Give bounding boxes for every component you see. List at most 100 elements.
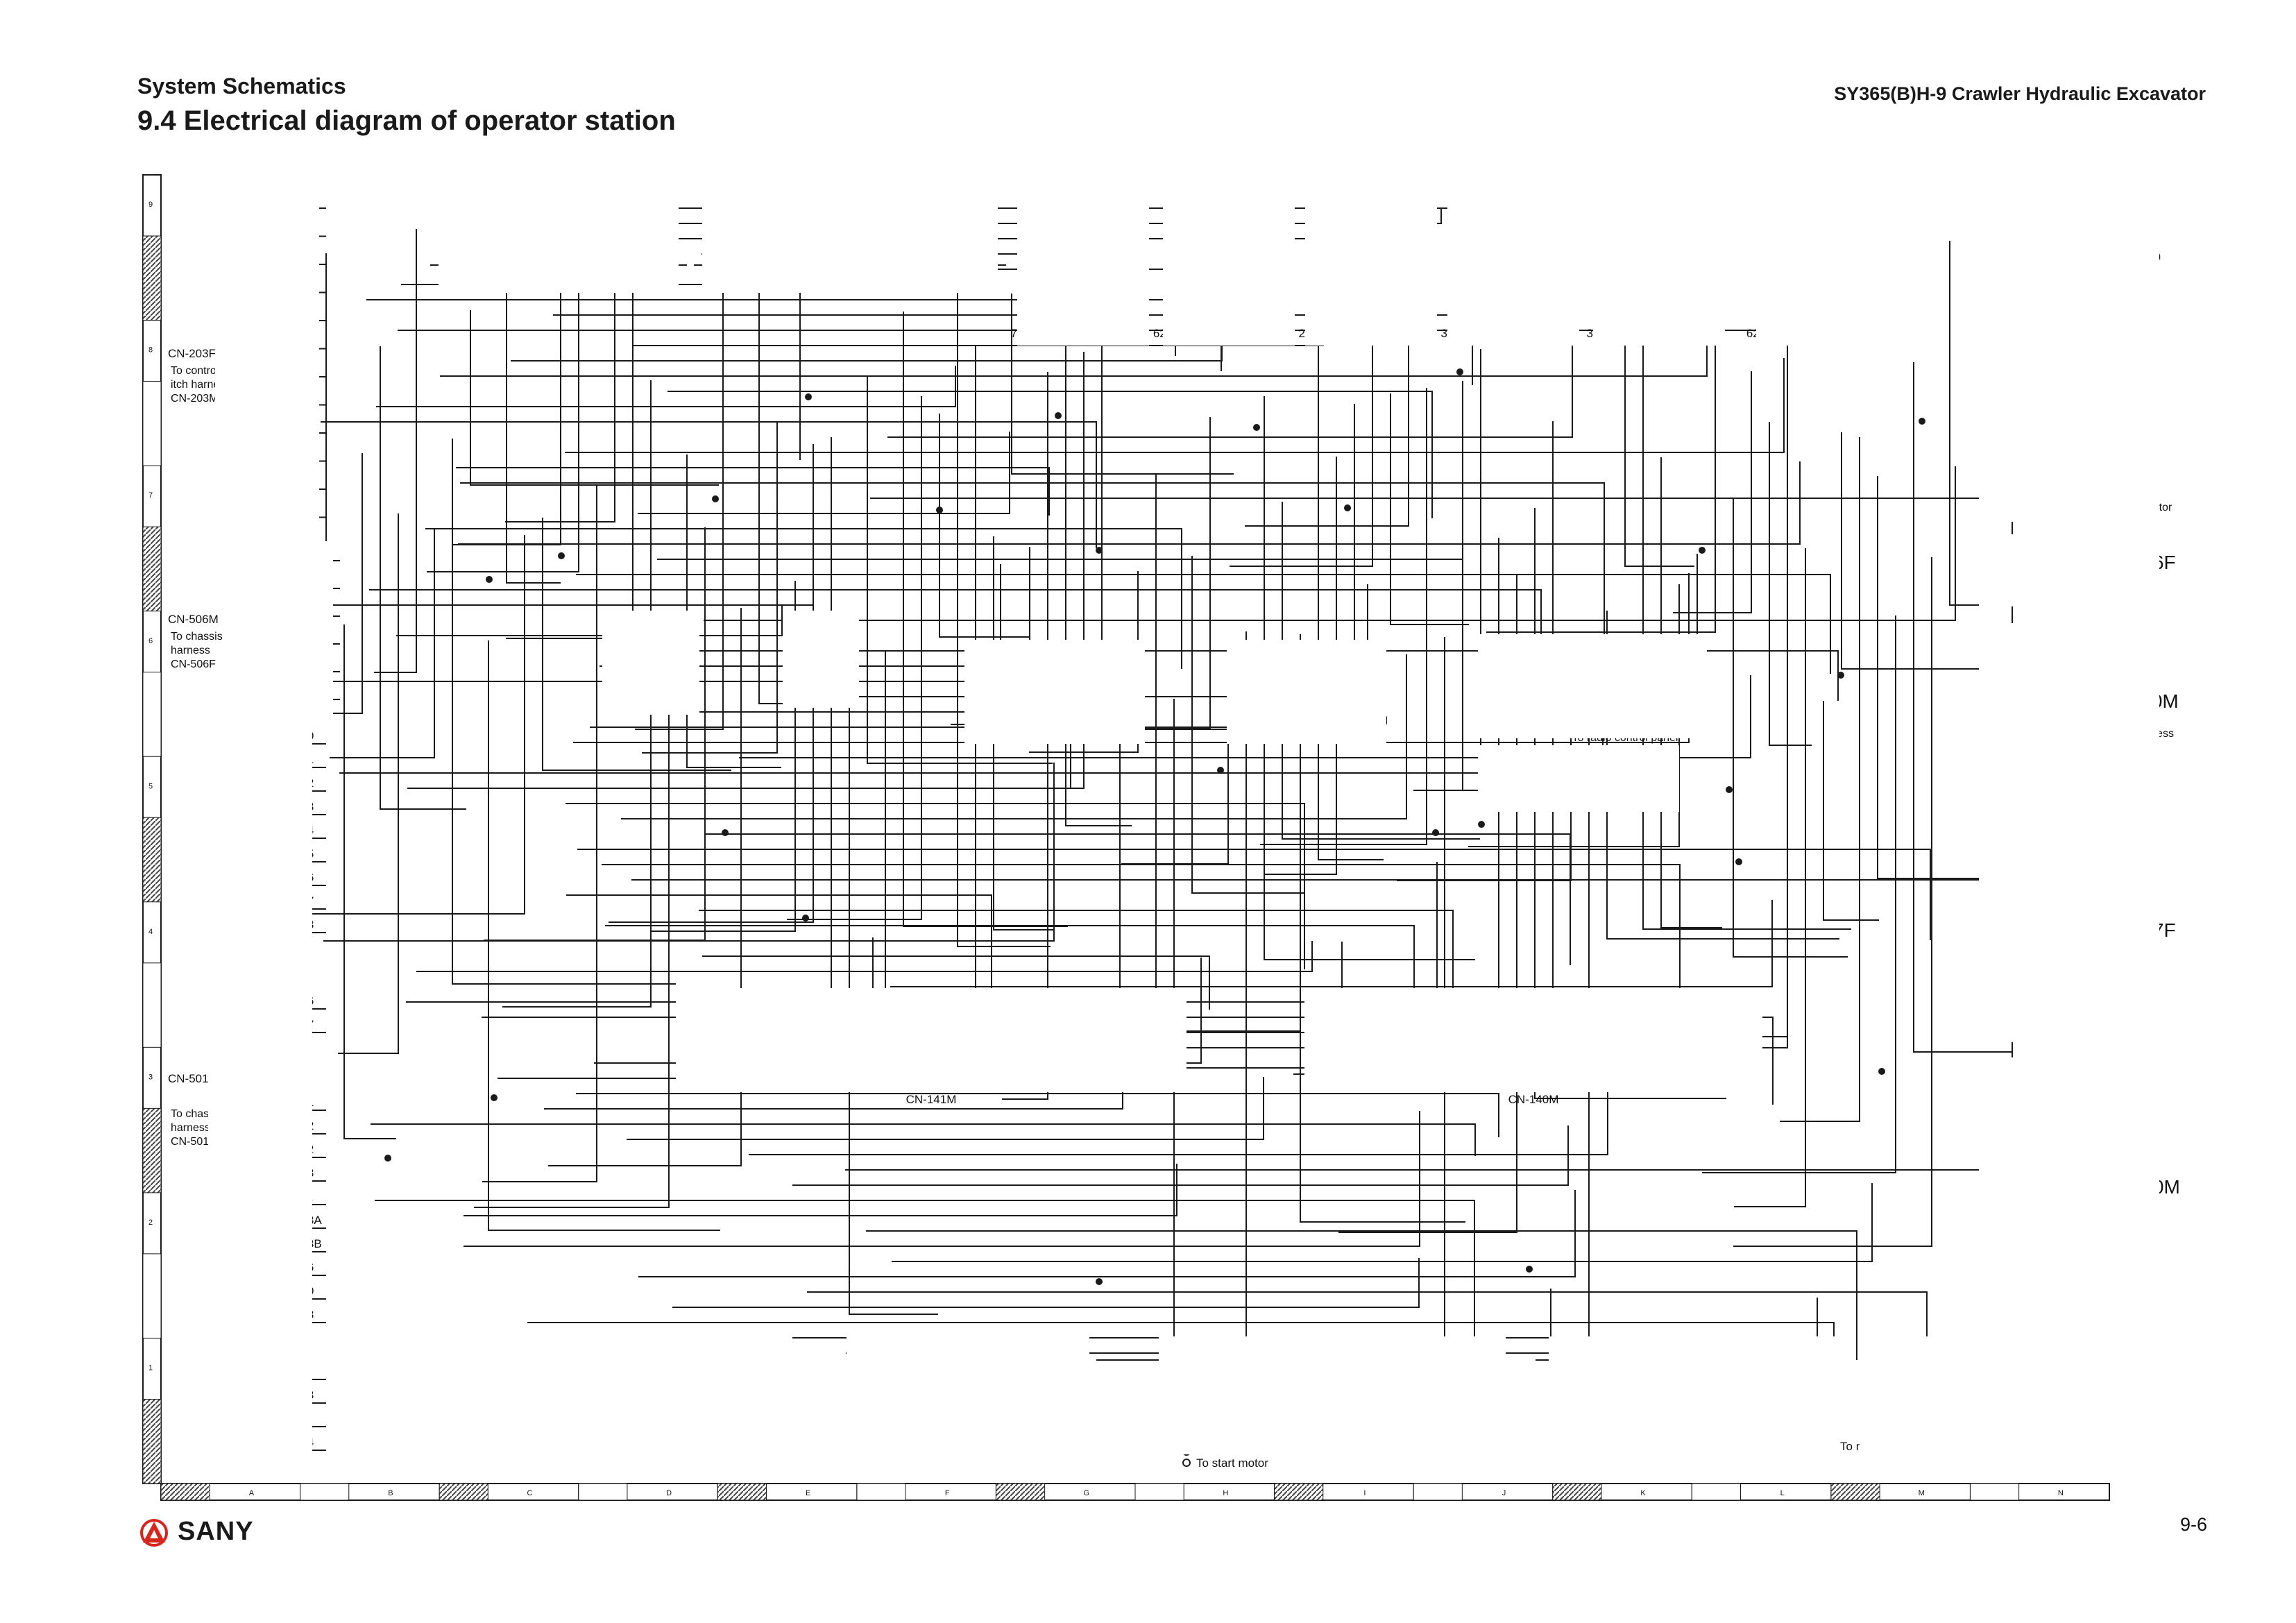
- junction-dot: [1878, 1068, 1885, 1075]
- wire: [1841, 432, 2012, 670]
- wire: [505, 269, 615, 522]
- col-label-I: I: [1363, 1489, 1366, 1497]
- wire: [380, 346, 466, 810]
- wire: [635, 280, 724, 730]
- connector-bg: [208, 722, 312, 1471]
- wire: [621, 654, 1407, 819]
- wire: [488, 640, 720, 1231]
- connector-desc: harness: [171, 1122, 210, 1134]
- wire: [867, 375, 1053, 764]
- brand-name: SANY: [178, 1517, 254, 1546]
- junction-dot: [802, 915, 809, 921]
- junction-dot: [1526, 1266, 1533, 1273]
- col-label-D: D: [666, 1489, 672, 1497]
- wire: [702, 955, 1210, 1010]
- junction-dot: [1726, 786, 1733, 793]
- wire: [375, 1200, 1475, 1360]
- connector-bg: [1979, 296, 2159, 368]
- row-label-1: 1: [148, 1364, 153, 1373]
- wire: [427, 256, 579, 572]
- junction-dot: [491, 1094, 498, 1101]
- col-zone-D: [578, 1483, 628, 1501]
- wire: [371, 1123, 1476, 1156]
- model-title: SY365(B)H-9 Crawler Hydraulic Excavator: [1834, 83, 2206, 104]
- wire: [1733, 498, 1848, 958]
- junction-dot: [558, 552, 565, 559]
- junction-dot: [1699, 547, 1706, 554]
- wire: [1260, 388, 1427, 845]
- wire: [1733, 557, 1932, 1247]
- wire: [573, 573, 1690, 743]
- connector-bg: [1979, 361, 2159, 439]
- wire: [939, 414, 1030, 638]
- col-label-F: F: [945, 1489, 950, 1497]
- connector-desc: CN-506F: [171, 658, 216, 670]
- wire: [548, 608, 742, 1166]
- wire: [1282, 502, 1480, 840]
- connector-desc: harness: [171, 645, 210, 656]
- row-zone-9: [142, 235, 162, 321]
- wire: [1264, 396, 1475, 960]
- page-number: 9-6: [2179, 1514, 2207, 1535]
- connector-desc: CN-501F: [171, 1136, 216, 1148]
- relay-bg: [1447, 179, 1579, 346]
- wire: [1413, 349, 1481, 791]
- wire: [401, 284, 801, 460]
- wire: [704, 466, 1956, 621]
- wire: [464, 1111, 1420, 1247]
- wire: [474, 661, 670, 1208]
- junction-dot: [1096, 1278, 1103, 1285]
- wire: [1300, 634, 1465, 1223]
- wire: [657, 381, 1463, 560]
- wire: [330, 529, 435, 758]
- row-label-8: 8: [148, 346, 153, 355]
- wire: [374, 229, 417, 673]
- wire: [452, 235, 561, 545]
- col-label-M: M: [1919, 1489, 1925, 1497]
- col-zone-B: [300, 1483, 350, 1501]
- row-zone-1: [142, 1398, 162, 1484]
- wire: [572, 1298, 1818, 1339]
- wire: [890, 900, 1773, 987]
- wire-harness: [305, 207, 2013, 1361]
- wire: [831, 437, 890, 1000]
- col-zone-C: [439, 1483, 488, 1501]
- col-zone-M: [1830, 1483, 1880, 1501]
- junction-dot: [722, 829, 729, 836]
- connector-bg: [1227, 640, 1386, 744]
- junction-dot: [1837, 672, 1844, 679]
- wire: [957, 230, 1051, 947]
- junction-dot: [384, 1155, 391, 1162]
- col-label-B: B: [388, 1489, 393, 1497]
- connector-bg: [1979, 221, 2159, 293]
- wire: [1660, 457, 1722, 928]
- connector-bg: [215, 189, 319, 537]
- connector-bg: [602, 611, 699, 715]
- connector-desc: CN-203M: [171, 393, 218, 405]
- wire: [482, 485, 597, 1182]
- wire: [1823, 701, 1879, 921]
- lamp-bg: [368, 1399, 451, 1454]
- page-title: 9.4 Electrical diagram of operator stati…: [137, 105, 676, 136]
- wire: [338, 513, 399, 1054]
- brand-logo: SANY: [137, 1517, 254, 1547]
- wire: [484, 527, 706, 941]
- connector-name: CN-140M: [1508, 1093, 1559, 1106]
- wire: [1642, 287, 1851, 930]
- wire: [792, 1125, 1569, 1186]
- row-zone-8: [142, 381, 162, 466]
- wire: [566, 803, 1305, 969]
- wire: [638, 432, 1010, 514]
- connector-bg: [443, 1336, 792, 1454]
- col-label-N: N: [2058, 1489, 2064, 1497]
- wire: [576, 1093, 1499, 1137]
- row-label-9: 9: [148, 201, 153, 209]
- junction-dot: [1055, 412, 1062, 419]
- wire: [1769, 422, 1812, 746]
- components: 125233335H436537635L76081191310141122122…: [168, 179, 2180, 1475]
- relay-bg: [1017, 179, 1149, 346]
- row-label-7: 7: [148, 491, 153, 500]
- wire: [686, 454, 781, 768]
- sany-logo-icon: [140, 1518, 168, 1547]
- row-label-3: 3: [148, 1073, 153, 1081]
